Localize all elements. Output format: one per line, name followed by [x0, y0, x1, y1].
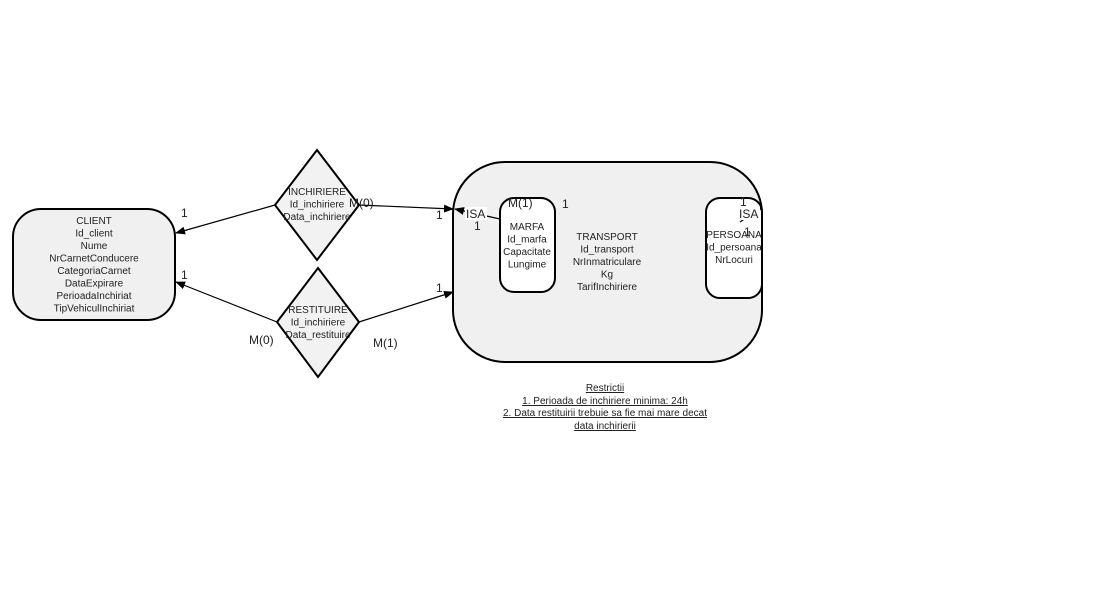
client-attr: Nume — [81, 241, 108, 252]
restituire-attr: Data_restituire — [285, 330, 350, 341]
relationship-restituire[interactable]: RESTITUIRE Id_inchiriere Data_restituire — [275, 266, 361, 379]
isa-marfa-label: ISA — [466, 207, 485, 221]
entity-client[interactable]: CLIENT Id_client Nume NrCarnetConducere … — [12, 208, 176, 321]
inchiriere-attr: Id_inchiriere — [290, 200, 345, 211]
inchiriere-diamond — [273, 148, 361, 262]
isa-persoana-label: ISA — [739, 207, 758, 221]
transport-attr: Id_transport — [580, 245, 634, 256]
persoana-title: PERSOANA — [706, 230, 762, 241]
isa-persoana-card-top: 1 — [740, 195, 747, 209]
edge-restituire-client — [175, 281, 278, 323]
transport-attr: TarifInchiriere — [577, 282, 637, 293]
isa-marfa-card-below: 1 — [474, 219, 481, 233]
persoana-box — [705, 197, 763, 299]
client-attr: PerioadaInchiriat — [56, 291, 131, 302]
card-restituire-client: 1 — [181, 268, 188, 282]
card-restituire-rel-left: M(0) — [249, 333, 274, 347]
entity-marfa[interactable]: MARFA Id_marfa Capacitate Lungime — [499, 197, 556, 293]
card-inchiriere-rel: M(0) — [349, 196, 374, 210]
client-attr: Id_client — [75, 229, 112, 240]
isa-label-bg — [738, 207, 760, 220]
client-attr: NrCarnetConducere — [49, 254, 139, 265]
restituire-attr: Id_inchiriere — [291, 318, 346, 329]
persoana-attr: Id_persoana — [706, 243, 762, 254]
card-restituire-transport: 1 — [436, 281, 443, 295]
isa-marfa-card-right: 1 — [562, 197, 569, 211]
transport-attr: NrInmatriculare — [573, 257, 642, 268]
persoana-attr: NrLocuri — [715, 255, 753, 266]
marfa-attr: Lungime — [508, 260, 547, 271]
client-title: CLIENT — [76, 216, 112, 227]
marfa-box — [499, 197, 556, 293]
marfa-title: MARFA — [510, 222, 545, 233]
client-attr: CategoriaCarnet — [57, 266, 131, 277]
entity-persoana[interactable]: PERSOANA Id_persoana NrLocuri — [705, 197, 763, 299]
marfa-attr: Capacitate — [503, 247, 551, 258]
isa-label-bg — [465, 207, 487, 220]
client-box — [12, 208, 176, 321]
relationship-inchiriere[interactable]: INCHIRIERE Id_inchiriere Data_inchiriere — [273, 148, 361, 262]
restituire-diamond — [275, 266, 361, 379]
transport-attr: Kg — [601, 270, 613, 281]
inchiriere-title: INCHIRIERE — [288, 187, 346, 198]
restituire-title: RESTITUIRE — [288, 305, 348, 316]
restriction-line: 2. Data restituirii trebuie sa fie mai m… — [503, 408, 707, 419]
inchiriere-attr: Data_inchiriere — [283, 212, 351, 223]
edge-restituire-transport — [358, 290, 454, 323]
card-restituire-rel-right: M(1) — [373, 336, 398, 350]
client-attr: TipVehiculInchiriat — [54, 304, 135, 315]
card-inchiriere-client: 1 — [181, 206, 188, 220]
isa-persoana-card-below: 1 — [744, 225, 751, 239]
restrictions-note: Restrictii 1. Perioada de inchiriere min… — [490, 383, 720, 433]
restriction-line: 1. Perioada de inchiriere minima: 24h — [522, 395, 688, 407]
transport-title: TRANSPORT — [576, 232, 638, 243]
client-attr: DataExpirare — [65, 279, 124, 290]
card-inchiriere-transport: 1 — [436, 208, 443, 222]
edge-inchiriere-transport — [358, 204, 454, 213]
restrictions-title: Restrictii — [585, 383, 625, 394]
edge-inchiriere-client — [175, 204, 276, 235]
isa-marfa-card-top: M(1) — [508, 196, 533, 210]
marfa-attr: Id_marfa — [507, 235, 547, 246]
restriction-line: data inchirierii — [574, 420, 636, 432]
